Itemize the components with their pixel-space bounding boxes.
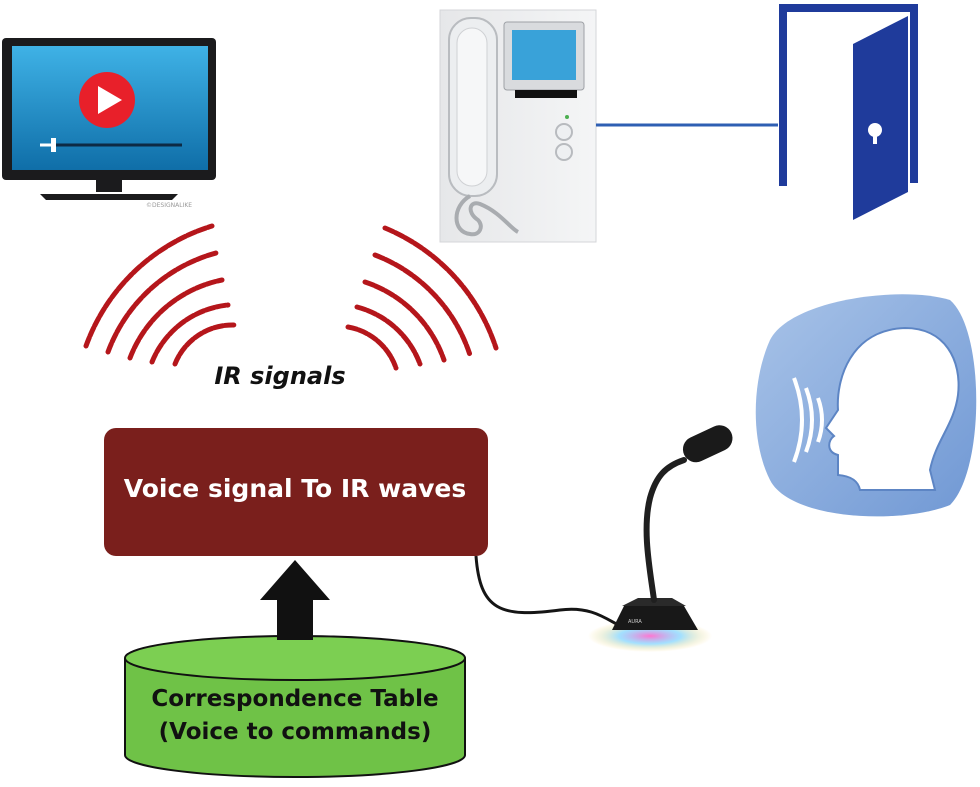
table-title: Correspondence Table bbox=[151, 686, 439, 712]
ir-wave-icon bbox=[345, 225, 499, 371]
ir-wave-icon bbox=[83, 223, 238, 367]
converter-label: Voice signal To IR waves bbox=[123, 474, 467, 503]
tv-watermark: ©DESIGNALIKE bbox=[146, 202, 193, 209]
microphone-icon bbox=[588, 425, 733, 652]
open-door-icon bbox=[779, 4, 918, 220]
ir-signals-label: IR signals bbox=[214, 362, 346, 390]
correspondence-table-label: Correspondence Table (Voice to commands) bbox=[125, 683, 465, 749]
up-arrow bbox=[260, 560, 330, 640]
speaking-head-icon bbox=[755, 294, 977, 517]
converter-box bbox=[104, 428, 488, 556]
database-cylinder bbox=[124, 635, 466, 778]
tv-play-icon bbox=[2, 38, 216, 200]
intercom-icon bbox=[439, 9, 597, 243]
table-subtitle: (Voice to commands) bbox=[158, 719, 432, 745]
mic-brand: AURA bbox=[628, 619, 642, 625]
mic-cable bbox=[474, 555, 621, 628]
